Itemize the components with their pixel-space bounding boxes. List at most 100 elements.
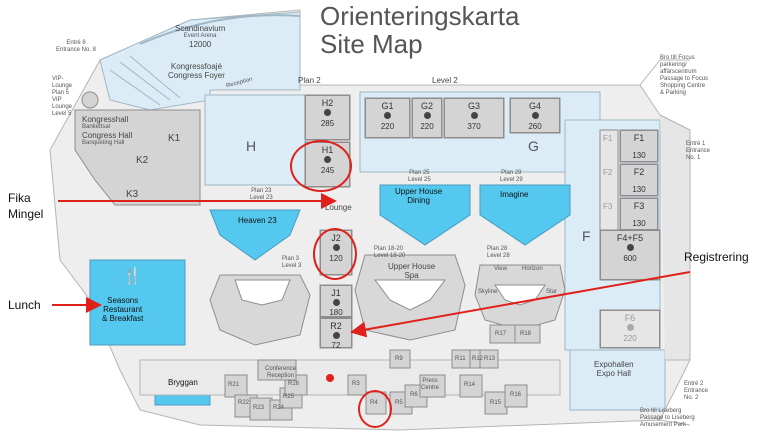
- map-title: Orienteringskarta Site Map: [320, 2, 519, 58]
- you-are-here-marker: [326, 374, 334, 382]
- room-r9[interactable]: R9: [395, 356, 403, 362]
- room-f2-name: F2: [633, 167, 645, 177]
- room-f3-capacity: 130: [632, 219, 646, 228]
- annotation-ring-r4: [358, 390, 392, 428]
- room-j1[interactable]: J1 180: [320, 285, 352, 317]
- entrance-1-label: Entré 1 Entrance No. 1: [686, 141, 711, 161]
- room-f4-f5[interactable]: F4+F5 600: [600, 230, 660, 280]
- room-g4-name: G4: [528, 101, 541, 111]
- room-r23[interactable]: R23: [253, 405, 265, 411]
- annotation-ring-h1: [290, 140, 352, 192]
- room-g2-name: G2: [420, 101, 433, 111]
- room-g3[interactable]: G3 370: [444, 98, 504, 138]
- room-f1[interactable]: F1 130: [620, 130, 658, 162]
- room-r6[interactable]: R6: [410, 392, 418, 398]
- room-r2-capacity: 72: [331, 341, 341, 350]
- hall-f-label: F: [582, 228, 591, 244]
- vip-lounge-label: VIP- Lounge Plan 5 VIP Lounge Level 5: [52, 76, 73, 117]
- plan-28-label: Plan 28 Level 28: [487, 246, 510, 259]
- seating-icon: [470, 112, 478, 119]
- room-f1-capacity: 130: [632, 151, 646, 160]
- room-r21[interactable]: R21: [228, 382, 240, 388]
- annotation-ring-j2: [313, 228, 357, 280]
- room-r14[interactable]: R14: [464, 382, 476, 388]
- room-r22[interactable]: R22: [238, 400, 250, 406]
- seasons-label: Seasons Restaurant & Breakfast: [102, 296, 144, 323]
- room-g3-name: G3: [467, 101, 480, 111]
- plan-18-20-label: Plan 18-20 Level 18-20: [374, 246, 406, 259]
- plan-23-label: Plan 23 Level 23: [250, 188, 273, 201]
- room-j1-name: J1: [331, 288, 341, 298]
- conference-reception-label: Conference Reception: [265, 366, 297, 379]
- hall-h-label: H: [246, 138, 257, 154]
- room-h2-name: H2: [321, 98, 334, 108]
- room-f2[interactable]: F2 130: [620, 164, 658, 196]
- liseberg-passage-label: Bro till Liseberg Passage to Liseberg Am…: [640, 408, 695, 428]
- room-g4[interactable]: G4 260: [510, 98, 560, 133]
- title-line-1: Orienteringskarta: [320, 1, 520, 31]
- plan-29-label: Plan 29 Level 29: [500, 170, 523, 183]
- hall-k3-label: K3: [126, 189, 139, 200]
- room-g2[interactable]: G2 220: [412, 98, 442, 138]
- room-r26[interactable]: R26: [288, 381, 300, 387]
- seating-icon: [423, 112, 431, 119]
- hall-h: [204, 94, 306, 186]
- seating-icon: [324, 109, 331, 116]
- upper-house-dining-area: [379, 184, 471, 246]
- congress-hall-l2: Bankettsal: [82, 124, 111, 130]
- upper-house-dining-label: Upper House Dining: [395, 187, 443, 205]
- room-f3-name: F3: [633, 201, 645, 211]
- hall-k2-label: K2: [136, 155, 149, 166]
- room-f6[interactable]: F6 220: [600, 310, 660, 348]
- skyline-label: Skyline: [478, 289, 498, 295]
- room-g1[interactable]: G1 220: [365, 98, 410, 138]
- congress-hall-l4: Banqueting Hall: [82, 140, 125, 146]
- scandinavium-name: Scandinavium: [175, 24, 226, 33]
- room-f6-name: F6: [624, 313, 636, 323]
- seating-icon: [332, 299, 340, 306]
- congress-hall-l1: Kongresshall: [82, 115, 129, 124]
- room-r18[interactable]: R18: [520, 331, 532, 337]
- room-r17[interactable]: R17: [495, 331, 507, 337]
- room-r15[interactable]: R15: [490, 400, 502, 406]
- room-r2[interactable]: R2 72: [320, 318, 352, 350]
- room-r5[interactable]: R5: [395, 400, 403, 406]
- seating-icon: [384, 112, 391, 119]
- expo-hall: [569, 349, 666, 411]
- scandinavium-arc: [139, 14, 301, 45]
- room-r2-name: R2: [330, 321, 342, 331]
- lounge-label: Lounge: [325, 203, 352, 212]
- room-f1-name: F1: [633, 133, 645, 143]
- congress-foyer-label: Kongressfoajé Congress Foyer: [168, 62, 225, 80]
- star-label: Star: [546, 289, 558, 295]
- plan-3-label: Plan 3 Level 3: [282, 256, 302, 269]
- seating-icon: [332, 332, 340, 339]
- room-f4-f5-name: F4+F5: [616, 233, 644, 243]
- room-r16[interactable]: R16: [510, 392, 522, 398]
- hall-g-label: G: [528, 138, 539, 154]
- room-j1-capacity: 180: [329, 308, 343, 317]
- plan-25-label: Plan 25 Level 25: [408, 170, 431, 183]
- room-r24[interactable]: R24: [273, 405, 285, 411]
- room-r25[interactable]: R25: [283, 394, 295, 400]
- upper-house-spa-label: Upper House Spa: [388, 262, 436, 280]
- title-line-2: Site Map: [320, 29, 423, 59]
- level-2-label: Level 2: [432, 76, 458, 85]
- registrering-label: Registrering: [684, 250, 749, 264]
- room-f3[interactable]: F3 130: [620, 198, 658, 230]
- room-r11[interactable]: R11: [455, 356, 466, 362]
- horizon-label: Horizon: [522, 266, 543, 272]
- heaven-23-area: [209, 209, 301, 261]
- room-r12[interactable]: R12: [472, 356, 484, 362]
- foyer-line2: Congress Foyer: [168, 71, 225, 80]
- room-f6-capacity: 220: [623, 334, 637, 343]
- scandinavium-label: Scandinavium Event Arena 12000: [175, 24, 225, 49]
- room-h2[interactable]: H2 285: [305, 95, 350, 140]
- room-g4-capacity: 260: [528, 122, 542, 131]
- room-f4-f5-capacity: 600: [623, 254, 637, 263]
- seating-icon: [626, 324, 634, 331]
- room-r3[interactable]: R3: [352, 381, 360, 387]
- room-r13[interactable]: R13: [484, 356, 496, 362]
- grey-f3-label: F3: [603, 202, 613, 211]
